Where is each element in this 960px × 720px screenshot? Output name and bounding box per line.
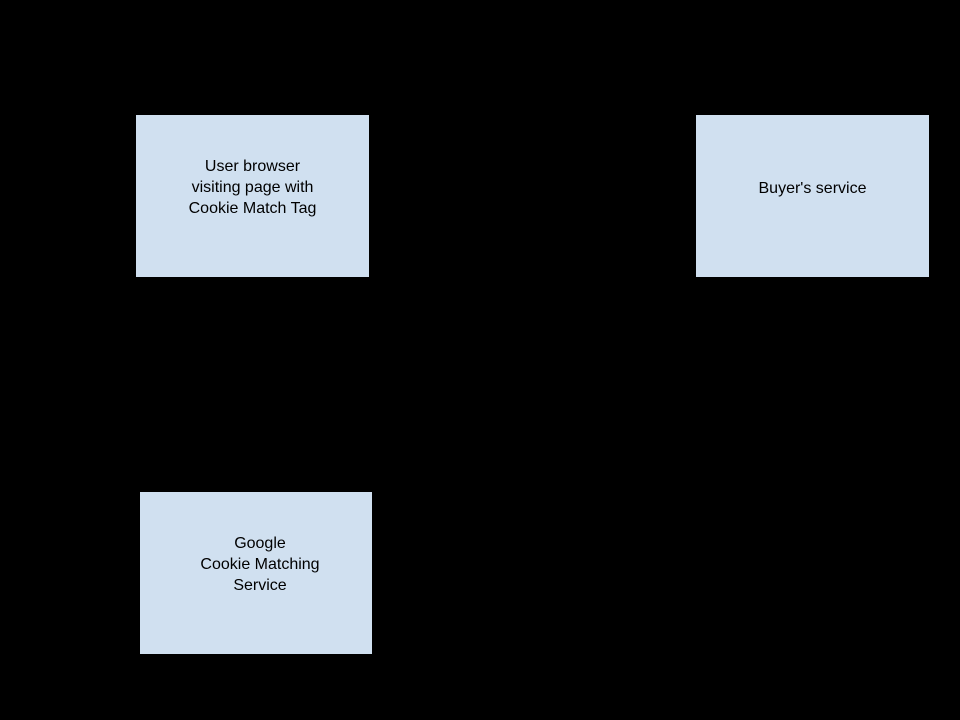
diagram-node-user-browser-label: User browser visiting page with Cookie M… — [188, 157, 317, 217]
diagram-node-buyers-service-label: Buyer's service — [758, 179, 867, 197]
diagram-node-google-cookie-matching-service-label: Google Cookie Matching Service — [200, 534, 320, 594]
diagram-node-google-cookie-matching-service[interactable]: Google Cookie Matching Service — [140, 492, 372, 654]
diagram-node-user-browser[interactable]: User browser visiting page with Cookie M… — [136, 115, 369, 277]
diagram-node-buyers-service[interactable]: Buyer's service — [696, 115, 929, 277]
